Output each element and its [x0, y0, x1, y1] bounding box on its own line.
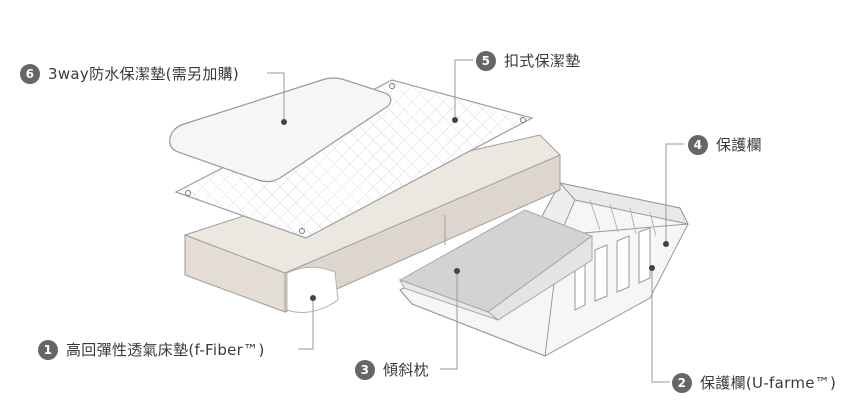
leader-lines [267, 59, 684, 383]
callout-5: 5 扣式保潔墊 [476, 50, 581, 71]
callout-4-number: 4 [688, 134, 708, 155]
callout-3-label: 傾斜枕 [383, 361, 429, 379]
callout-4: 4 保護欄 [688, 134, 762, 155]
callout-6: 6 3way防水保潔墊(需另加購) [20, 63, 239, 84]
callout-1: 1 高回彈性透氣床墊(f-Fiber™) [38, 339, 265, 360]
callout-2-label: 保護欄(U-farme™) [700, 374, 837, 392]
callout-5-number: 5 [476, 50, 496, 71]
callout-3-number: 3 [355, 359, 375, 380]
callout-1-number: 1 [38, 339, 58, 360]
anchor-dots [281, 117, 669, 301]
callout-6-label: 3way防水保潔墊(需另加購) [48, 65, 240, 83]
callout-3: 3 傾斜枕 [355, 359, 429, 380]
callout-1-label: 高回彈性透氣床墊(f-Fiber™) [66, 341, 265, 359]
callout-2-number: 2 [672, 372, 692, 393]
waterproof-pad [169, 77, 392, 183]
callout-6-number: 6 [20, 63, 40, 84]
callout-2: 2 保護欄(U-farme™) [672, 372, 836, 393]
mattress [183, 134, 561, 313]
inclined-pillow [398, 209, 594, 321]
callout-5-label: 扣式保潔墊 [504, 52, 581, 70]
callout-4-label: 保護欄 [716, 136, 762, 154]
